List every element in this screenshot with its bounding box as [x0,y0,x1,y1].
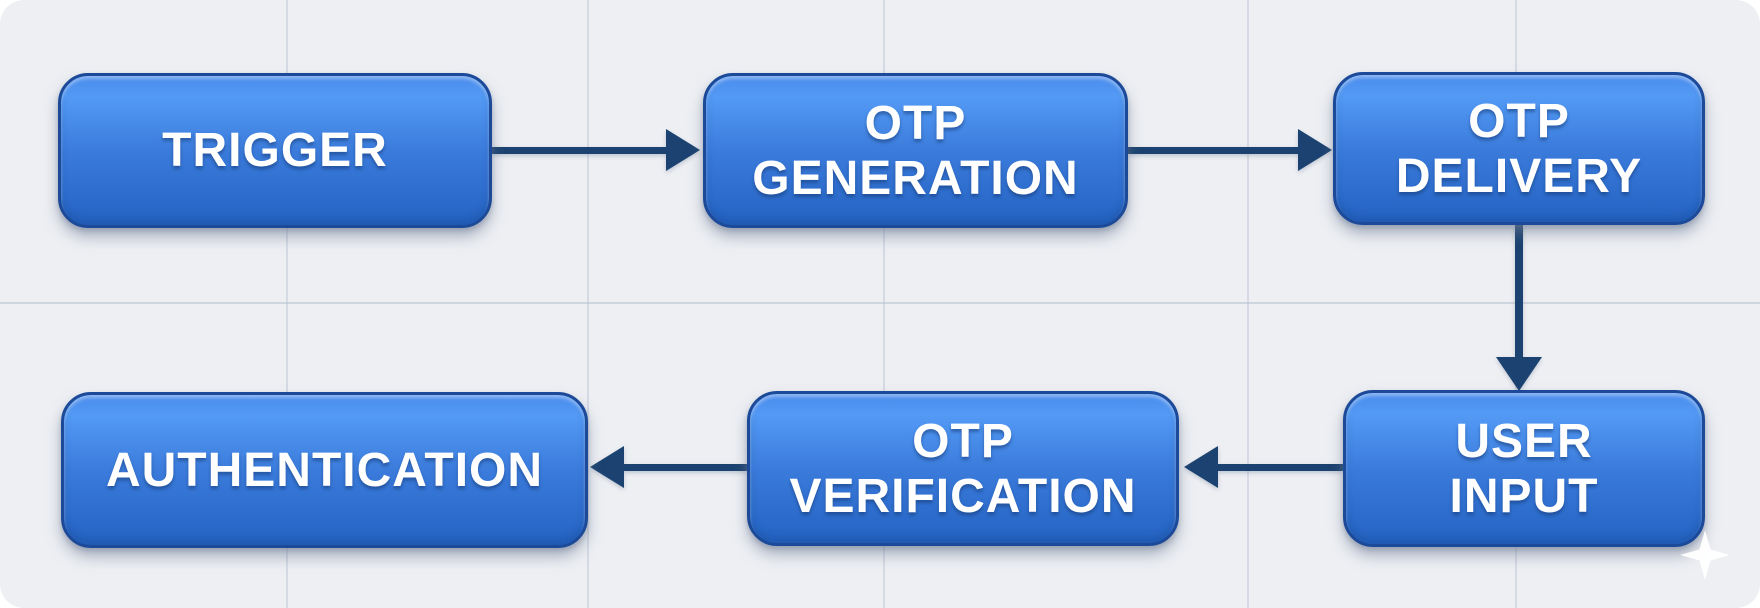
node-authentication: AUTHENTICATION [61,392,588,548]
arrow-shaft [624,463,747,471]
node-user-input: USER INPUT [1343,390,1705,547]
node-trigger: TRIGGER [58,73,492,228]
node-otp-delivery: OTP DELIVERY [1333,72,1705,225]
arrow-trigger-to-otp-generation [492,129,700,171]
grid-vline [587,0,589,608]
node-otp-verification: OTP VERIFICATION [747,391,1179,546]
arrow-shaft [1128,146,1298,154]
node-label: INPUT [1449,469,1599,523]
node-label: DELIVERY [1395,149,1643,203]
node-label: OTP [864,96,967,150]
arrowhead-down-icon [1496,357,1542,391]
grid-vline [883,0,885,608]
node-label: OTP [912,414,1014,468]
grid-vline [286,0,288,608]
arrow-otp-delivery-to-user-input [1496,225,1542,391]
grid-vline [1247,0,1249,608]
arrow-shaft [492,146,666,154]
node-label: USER [1455,414,1593,468]
arrowhead-right-icon [1298,129,1332,171]
node-otp-generation: OTP GENERATION [703,73,1128,228]
node-label: VERIFICATION [789,469,1137,523]
arrowhead-left-icon [590,446,624,488]
node-label: AUTHENTICATION [105,443,544,497]
node-label: GENERATION [752,151,1079,205]
node-label: OTP [1468,94,1570,148]
arrow-shaft [1515,225,1523,357]
arrowhead-right-icon [666,129,700,171]
arrow-otp-generation-to-otp-delivery [1128,129,1332,171]
node-label: TRIGGER [162,124,388,177]
arrow-otp-verification-to-authentication [590,446,747,488]
arrow-user-input-to-otp-verification [1184,446,1343,488]
arrowhead-left-icon [1184,446,1218,488]
grid-hline [0,302,1760,304]
arrow-shaft [1218,463,1343,471]
